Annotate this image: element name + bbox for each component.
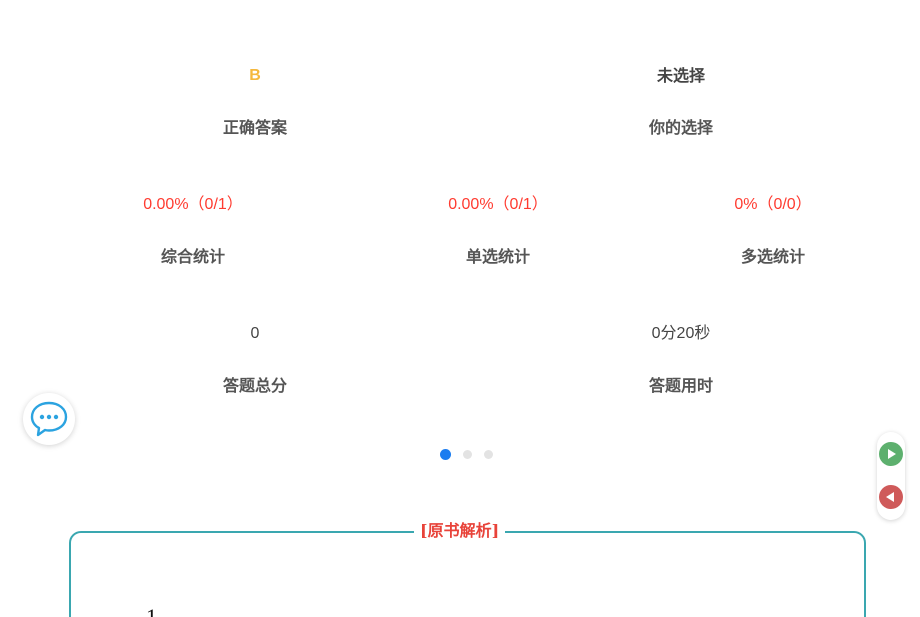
answer-time-block: 0分20秒 答题用时 — [531, 324, 831, 396]
pagination-dot-3[interactable] — [484, 450, 493, 459]
chat-button[interactable] — [23, 393, 75, 445]
answer-time-label: 答题用时 — [648, 376, 713, 395]
single-choice-stat-label: 单选统计 — [465, 247, 530, 266]
total-score-value: 0 — [250, 325, 260, 342]
overall-stat-value: 0.00%（0/1） — [143, 196, 243, 213]
pagination-dot-2[interactable] — [463, 450, 472, 459]
pagination-dot-1[interactable] — [440, 449, 451, 460]
chat-bubble-icon — [30, 401, 68, 437]
your-choice-value: 未选择 — [656, 66, 705, 85]
answer-time-value: 0分20秒 — [651, 325, 711, 342]
overall-stat-block: 0.00%（0/1） 综合统计 — [73, 195, 313, 267]
side-navigation — [877, 432, 905, 520]
analysis-content-partial: 1 — [146, 604, 157, 617]
correct-answer-label: 正确答案 — [222, 118, 287, 137]
multi-choice-stat-value: 0%（0/0） — [734, 196, 812, 213]
your-choice-label: 你的选择 — [648, 118, 713, 137]
your-choice-block: 未选择 你的选择 — [531, 66, 831, 138]
play-right-icon — [888, 449, 896, 459]
single-choice-stat-block: 0.00%（0/1） 单选统计 — [378, 195, 618, 267]
previous-button[interactable] — [879, 485, 903, 509]
carousel-pagination — [440, 449, 493, 460]
single-choice-stat-value: 0.00%（0/1） — [448, 196, 548, 213]
play-left-icon — [886, 492, 894, 502]
book-analysis-box — [69, 531, 866, 617]
next-button[interactable] — [879, 442, 903, 466]
total-score-block: 0 答题总分 — [105, 324, 405, 396]
multi-choice-stat-block: 0%（0/0） 多选统计 — [653, 195, 893, 267]
overall-stat-label: 综合统计 — [160, 247, 225, 266]
book-analysis-title: [原书解析] — [414, 519, 506, 543]
total-score-label: 答题总分 — [222, 376, 287, 395]
multi-choice-stat-label: 多选统计 — [740, 247, 805, 266]
correct-answer-value: B — [249, 67, 261, 84]
correct-answer-block: B 正确答案 — [105, 66, 405, 138]
